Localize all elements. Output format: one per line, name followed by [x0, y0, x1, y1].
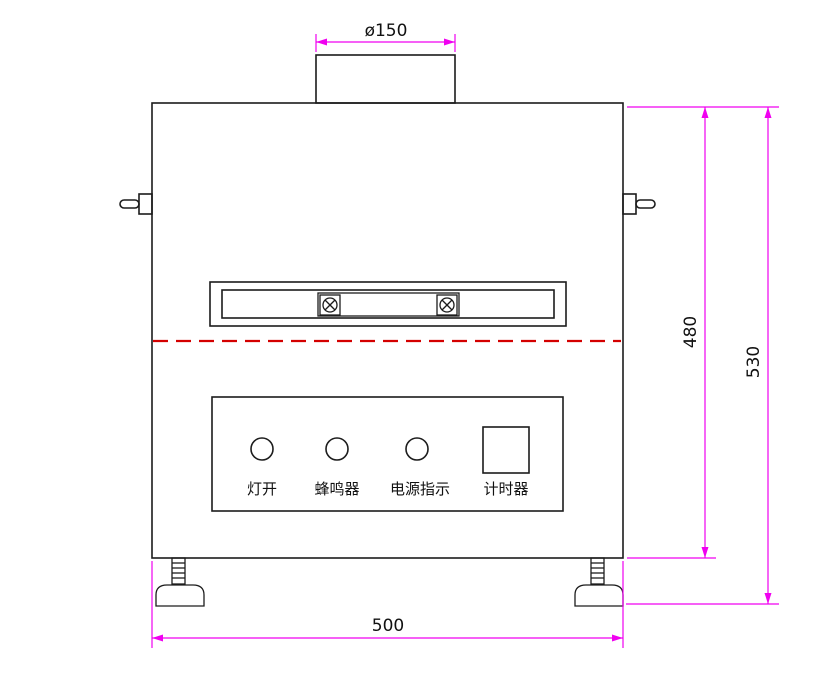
left-handle-plate: [138, 193, 153, 215]
left-screw-icon: [322, 297, 338, 313]
arrow-500-right: [612, 634, 623, 642]
buzzer-label: 蜂鸣器: [314, 480, 359, 498]
right-handle-pin: [635, 199, 656, 209]
dim-label-top-diameter: ø150: [365, 21, 408, 41]
right-foot: [574, 557, 624, 607]
arrow-150-left: [316, 38, 327, 46]
chimney-duct: [315, 54, 456, 104]
right-foot-pad: [574, 584, 624, 607]
control-panel: [211, 396, 564, 512]
left-handle: [119, 193, 153, 215]
buzzer-indicator: [325, 437, 349, 461]
arrow-480-bottom: [701, 547, 709, 558]
lamp-switch-indicator: [250, 437, 274, 461]
control-panel-frame: [211, 396, 564, 512]
dimension-labels: ø150 480 530 500: [365, 21, 764, 636]
left-foot-bolt: [171, 557, 186, 585]
dim-label-width: 500: [372, 616, 404, 636]
arrow-150-right: [444, 38, 455, 46]
right-foot-bolt: [590, 557, 605, 585]
dimension-arrows: [152, 38, 772, 642]
device-outline: [119, 54, 656, 607]
dim-label-body-height: 480: [681, 316, 701, 348]
arrow-530-bottom: [764, 593, 772, 604]
right-screw-plate: [436, 294, 458, 316]
lamp-switch-label: 灯开: [247, 480, 277, 498]
cabinet-body: [151, 102, 624, 559]
slot-outer-frame: [209, 281, 567, 327]
left-foot-pad: [155, 584, 205, 607]
timer-display: [482, 426, 530, 474]
power-indicator-label: 电源指示: [390, 480, 450, 498]
dimension-lines: [151, 34, 779, 648]
dim-label-total-height: 530: [744, 346, 764, 378]
right-screw-icon: [439, 297, 455, 313]
clamp-bar: [317, 292, 460, 317]
right-handle-plate: [622, 193, 637, 215]
right-handle: [622, 193, 656, 215]
left-foot: [155, 557, 205, 607]
power-indicator: [405, 437, 429, 461]
observation-slot: [209, 281, 567, 327]
arrow-480-top: [701, 107, 709, 118]
timer-label: 计时器: [483, 480, 528, 498]
panel-labels: 灯开 蜂鸣器 电源指示 计时器: [247, 480, 529, 498]
arrow-500-left: [152, 634, 163, 642]
arrow-530-top: [764, 107, 772, 118]
clamp-assembly: [317, 292, 460, 317]
left-screw-plate: [319, 294, 341, 316]
slot-inner-frame: [221, 289, 555, 319]
left-handle-pin: [119, 199, 140, 209]
